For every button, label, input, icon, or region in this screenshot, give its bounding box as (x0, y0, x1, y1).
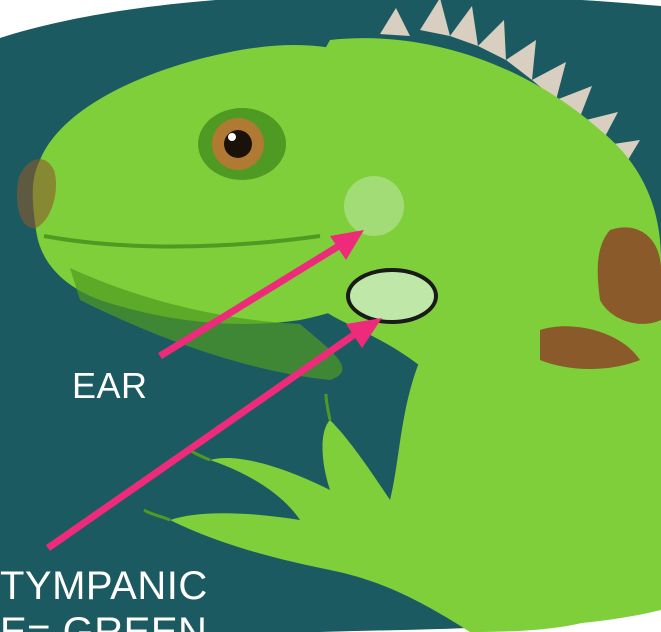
ear-opening (344, 176, 404, 236)
tympanic-label-line2: E= GREEN (0, 612, 207, 632)
tympanic-label-line1: TYMPANIC (0, 566, 208, 606)
ear-label: EAR (72, 368, 148, 404)
brown-patch-1 (598, 227, 661, 324)
tympanic-scale (348, 270, 436, 322)
eye (198, 108, 286, 180)
